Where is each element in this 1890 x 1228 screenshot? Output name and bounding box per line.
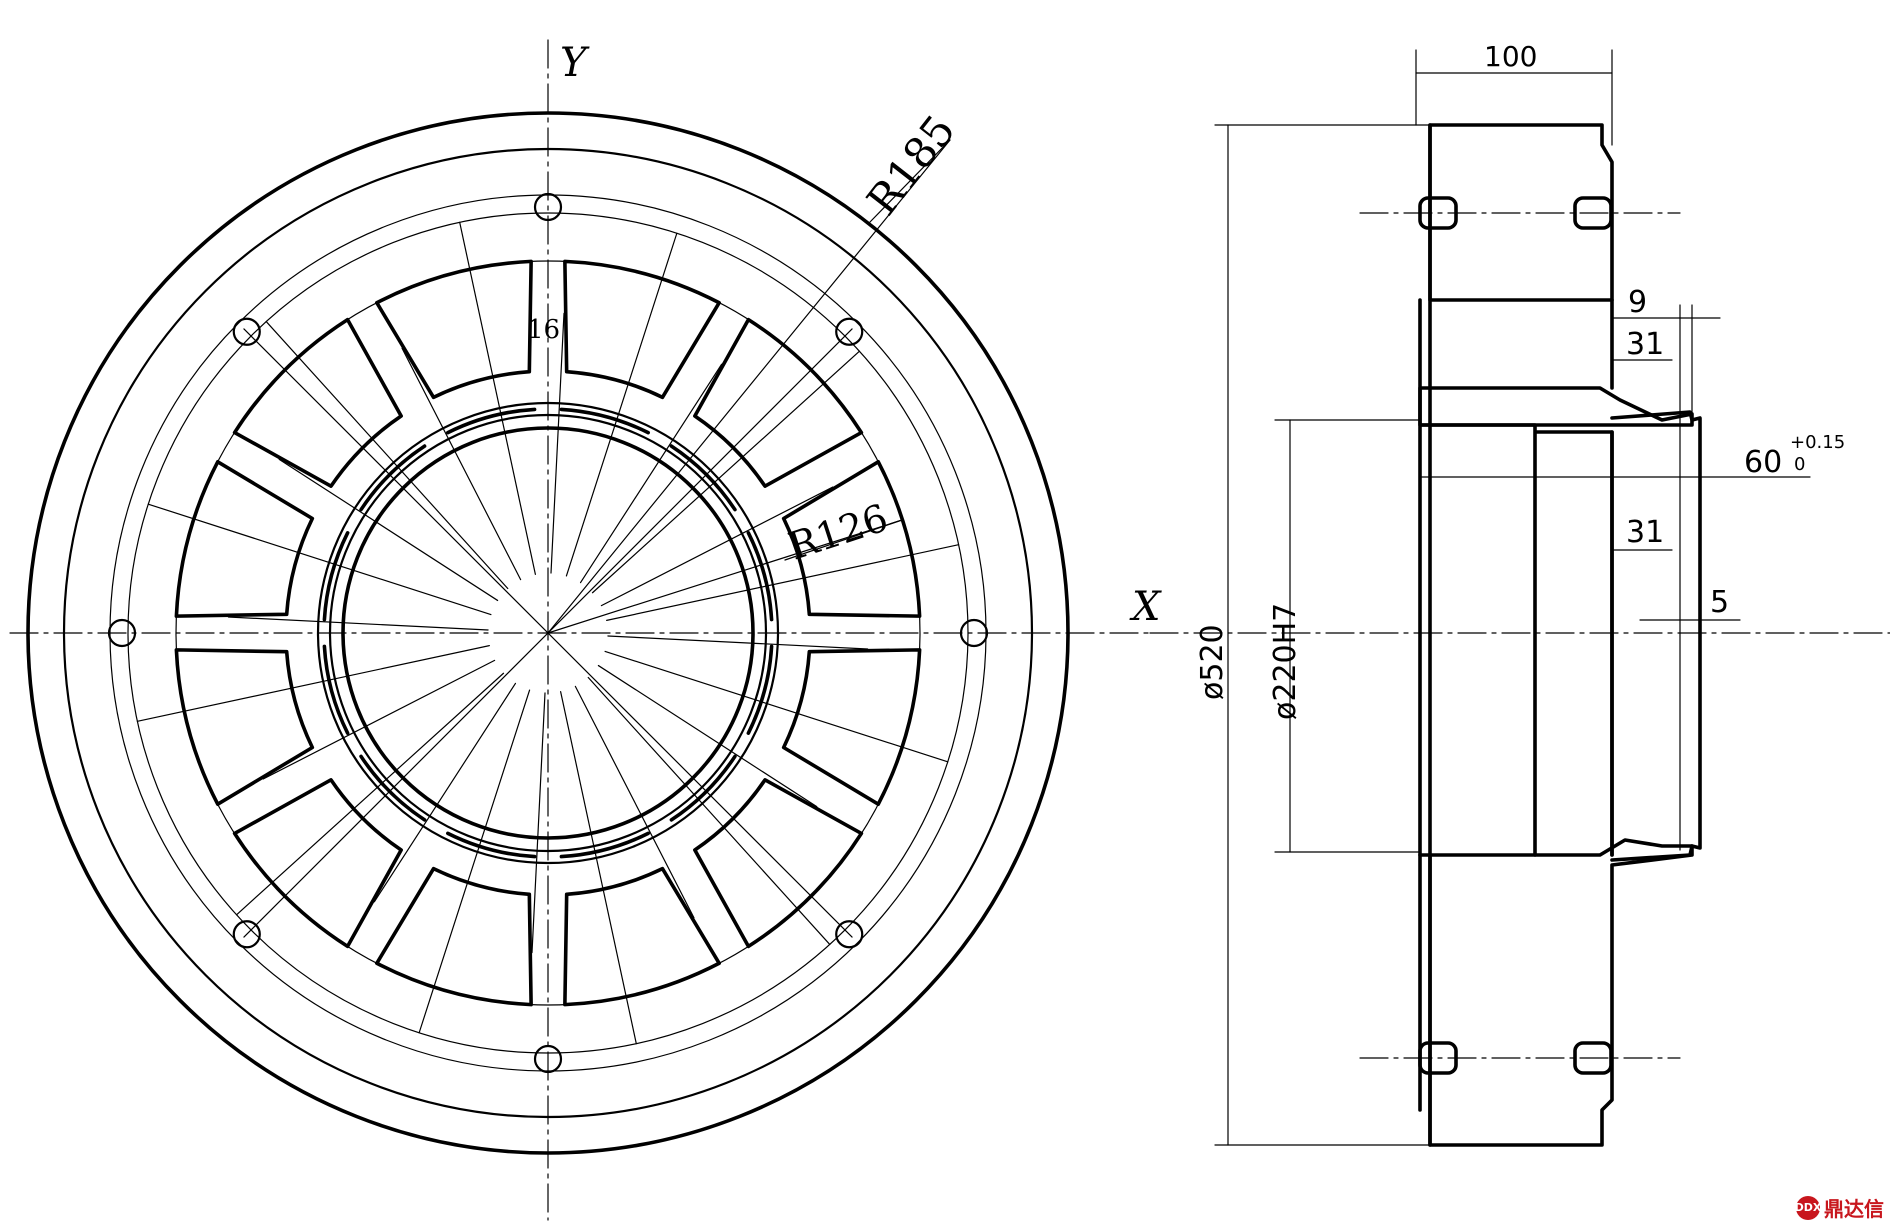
bolt-hole bbox=[533, 1044, 563, 1074]
stator-slot bbox=[232, 317, 403, 488]
rim-inner-circle bbox=[62, 147, 1034, 1119]
bolt-hole bbox=[232, 317, 261, 346]
dim-5-text: 5 bbox=[1710, 585, 1729, 620]
bolt-hole bbox=[959, 618, 989, 648]
stator-slot bbox=[563, 866, 721, 1007]
bolt-circle bbox=[127, 212, 969, 1054]
r126-leader bbox=[547, 519, 903, 634]
construction-ray bbox=[560, 691, 637, 1045]
construction-ray bbox=[401, 347, 522, 581]
construction-ray bbox=[459, 221, 536, 575]
construction-ray bbox=[265, 320, 509, 590]
stator-slot bbox=[375, 259, 533, 400]
bore-groove-segment bbox=[746, 644, 774, 735]
outer-rim-circle bbox=[26, 111, 1070, 1155]
dim-31-mid-text: 31 bbox=[1626, 515, 1664, 550]
construction-ray bbox=[531, 692, 546, 954]
bore-groove-segment bbox=[559, 831, 650, 859]
construction-ray bbox=[550, 312, 565, 574]
bore-circle bbox=[341, 426, 755, 840]
stator-slot bbox=[693, 778, 864, 949]
axis-y-label: Y bbox=[560, 40, 590, 86]
stator-slot bbox=[375, 866, 533, 1007]
watermark-text: 鼎达信 bbox=[1824, 1197, 1884, 1221]
construction-ray bbox=[235, 672, 505, 916]
bolt-pockets bbox=[1418, 196, 1613, 1075]
stator-slots bbox=[174, 259, 922, 1007]
construction-ray bbox=[607, 635, 869, 650]
construction-ray bbox=[136, 645, 490, 722]
bore-groove-outer bbox=[316, 401, 780, 865]
front-view: Y X R185 R126 16 bbox=[9, 39, 1162, 1221]
stator-slot bbox=[174, 648, 315, 806]
bore-groove-segments bbox=[322, 407, 774, 859]
construction-ray bbox=[418, 689, 531, 1034]
construction-ray bbox=[147, 503, 492, 616]
bolt-pocket bbox=[1573, 1041, 1613, 1075]
construction-ray bbox=[227, 616, 489, 631]
r185-leader bbox=[547, 139, 951, 634]
construction-ray bbox=[262, 659, 496, 780]
construction-ray bbox=[574, 685, 695, 919]
bore-groove-segment bbox=[359, 444, 427, 512]
construction-ray bbox=[587, 676, 831, 946]
bore-groove-segment bbox=[746, 531, 774, 622]
rib-width-label: 16 bbox=[527, 315, 560, 345]
axis-x-label: X bbox=[1129, 584, 1162, 630]
bolt-hole bbox=[835, 920, 864, 949]
r185-underline bbox=[869, 139, 951, 223]
construction-ray bbox=[373, 682, 517, 903]
bolt-hole bbox=[232, 920, 261, 949]
upper-hub-section bbox=[1418, 386, 1694, 427]
construction-ray bbox=[579, 363, 723, 584]
bore-groove-segment bbox=[446, 831, 537, 859]
construction-ray bbox=[591, 350, 861, 594]
bolt-pocket bbox=[1573, 196, 1613, 230]
radius-r185-label: R185 bbox=[857, 106, 964, 224]
bolt-hole bbox=[533, 192, 563, 222]
dim-9-text: 9 bbox=[1628, 285, 1647, 320]
construction-ray bbox=[597, 664, 818, 808]
bore-groove-segment bbox=[669, 754, 737, 822]
watermark-mark-icon: DDX bbox=[1795, 1195, 1821, 1220]
construction-ray bbox=[565, 232, 678, 577]
chamfer-lip bbox=[1610, 410, 1702, 862]
stator-slot bbox=[693, 317, 864, 488]
stator-slot bbox=[781, 648, 922, 806]
lower-flange-section bbox=[1418, 838, 1694, 1147]
bore-groove-inner bbox=[328, 413, 768, 853]
bolt-holes bbox=[107, 192, 989, 1074]
bore-groove-segment bbox=[322, 644, 350, 735]
bore-groove-segment bbox=[669, 444, 737, 512]
stator-slot bbox=[232, 778, 403, 949]
pitch-circle-r185 bbox=[175, 260, 921, 1006]
construction-ray bbox=[606, 544, 960, 621]
stator-slot bbox=[174, 460, 315, 618]
watermark-logo: DDX 鼎达信 bbox=[1795, 1193, 1884, 1222]
construction-ray bbox=[604, 650, 949, 763]
hub-outline bbox=[1418, 298, 1614, 1112]
r126-underline bbox=[784, 519, 903, 561]
dim-220-text: ø220H7 bbox=[1268, 603, 1303, 720]
dim-31-top-text: 31 bbox=[1626, 327, 1664, 362]
section-view: 100 ø520 ø220H7 9 31 60 +0.15 0 31 5 bbox=[1149, 40, 1890, 1147]
dim-520-text: ø520 bbox=[1195, 624, 1230, 700]
dim-60-tol-lower: 0 bbox=[1794, 454, 1805, 475]
bore-groove-segment bbox=[322, 531, 350, 622]
dim-100-text: 100 bbox=[1484, 40, 1537, 73]
construction-ray bbox=[278, 458, 499, 602]
bolt-hole bbox=[835, 317, 864, 346]
bore-groove-segment bbox=[446, 407, 537, 435]
dim-60-text: 60 bbox=[1744, 445, 1782, 480]
bore-groove-segment bbox=[559, 407, 650, 435]
stator-slot bbox=[563, 259, 721, 400]
construction-ray bbox=[600, 486, 834, 607]
dim-60-tol-upper: +0.15 bbox=[1790, 432, 1845, 453]
radius-r126-label: R126 bbox=[783, 495, 893, 568]
bore-groove-segment bbox=[359, 754, 427, 822]
bolt-hole bbox=[107, 618, 137, 648]
